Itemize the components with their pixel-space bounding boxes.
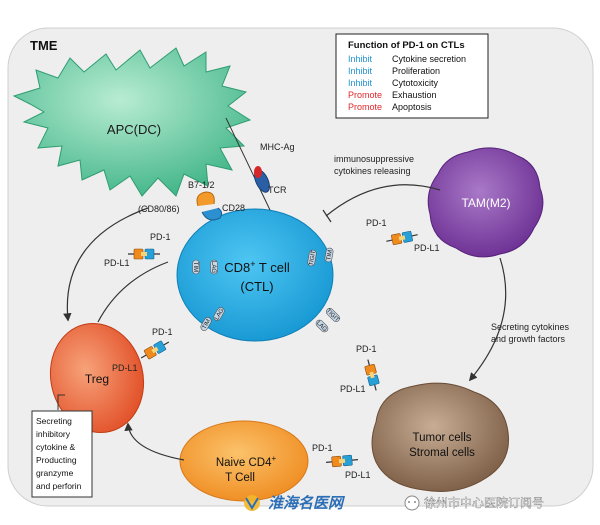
naive-cd4-cell [179, 420, 309, 502]
tim-receptor-2: TIM [326, 250, 334, 261]
ctl-label-line2: (CTL) [240, 279, 273, 294]
legend-title: Function of PD-1 on CTLs [348, 40, 465, 51]
secreting-note-line1: Secreting cytokines [491, 322, 570, 332]
pdl1-label: PD-L1 [414, 243, 440, 253]
pathway-arrows [63, 184, 507, 461]
tim-receptor-3: TIM [202, 319, 212, 331]
pdl1-label: PD-L1 [104, 258, 130, 268]
pdl1-label: PD-L1 [345, 470, 371, 480]
ctl-label-line1: CD8+ T cell [224, 259, 290, 275]
junction-tam-ctl [386, 230, 418, 246]
junction-treg-ctl [140, 340, 170, 360]
arrow-apc-to-treg [63, 207, 149, 322]
mhc-label: MHC-Ag [260, 142, 295, 152]
inhibit-tam-to-ctl [325, 184, 441, 217]
pd1-label: PD-1 [356, 344, 377, 354]
inhibit-bar [322, 209, 332, 223]
arrow-naive-to-treg [124, 422, 185, 461]
watermark-logo-text: 淮海名医网 [268, 495, 346, 512]
apc-label: APC(DC) [107, 122, 161, 137]
cd80-label: (CD80/86) [138, 204, 180, 214]
pd1-label: PD-1 [150, 232, 171, 242]
pd1-label: PD-1 [152, 327, 173, 337]
legend-box: Function of PD-1 on CTLs Inhibit Cytokine… [335, 33, 489, 119]
cd28-receptor [201, 207, 223, 221]
legend-effect: Exhaustion [392, 90, 437, 100]
mhc-stalk [225, 117, 271, 211]
legend-verb: Inhibit [348, 78, 373, 88]
ctl-inhibitory-receptors: TIM LAG TIGIT TIM TIM LAG LAG TIGIT [192, 247, 340, 333]
legend-effect: Cytotoxicity [392, 78, 439, 88]
tim-receptor-1: TIM [192, 262, 198, 272]
tigit-receptor-1: TIGIT [309, 250, 318, 266]
tme-label: TME [30, 38, 58, 53]
lag-receptor-2: LAG [214, 308, 225, 322]
treg-note-line: granzyme [36, 468, 74, 478]
ctl-cell [176, 208, 334, 342]
wechat-icon [404, 495, 420, 511]
b7-label: B7-1/2 [188, 180, 215, 190]
arrow-tam-to-tumor [468, 257, 507, 382]
watermark-account: 徐州市中心医院订阅号 [424, 495, 544, 510]
legend-verb: Promote [348, 90, 382, 100]
treg-note-line: cytokine & [36, 442, 76, 452]
legend-effect: Proliferation [392, 66, 440, 76]
legend-effect: Cytokine secretion [392, 54, 466, 64]
legend-verb: Inhibit [348, 66, 373, 76]
watermark: 淮海名医网 徐州市中心医院订阅号 [244, 495, 544, 512]
tam-label: TAM(M2) [461, 196, 510, 210]
naive-label-line2: T Cell [225, 472, 255, 484]
tumor-stromal-cell [371, 382, 510, 492]
pd1-label: PD-1 [366, 218, 387, 228]
legend-verb: Promote [348, 102, 382, 112]
pd1-label: PD-1 [312, 443, 333, 453]
treg-cell [49, 322, 145, 434]
immuno-note-line2: cytokines releasing [334, 166, 411, 176]
pd1-pdl1-junctions: PD-1PD-L1PD-1PD-L1PD-1PD-L1PD-1PD-L1PD-1… [104, 218, 440, 480]
treg-note-line: Secreting [36, 416, 72, 426]
pdl1-label: PD-L1 [112, 363, 138, 373]
tam-m2-cell [427, 147, 544, 258]
naive-label-line1: Naive CD4+ [216, 454, 277, 469]
treg-note-box [31, 410, 93, 498]
legend-effect: Apoptosis [392, 102, 432, 112]
junction-apc-ctl [128, 248, 160, 260]
tumor-label-line1: Tumor cells [413, 432, 472, 444]
immuno-note-line1: immunosuppressive [334, 154, 414, 164]
mhc-antigen [254, 166, 262, 178]
treg-box-connector [57, 394, 65, 410]
junction-tumor-ctl [364, 359, 380, 391]
tumor-label-line2: Stromal cells [409, 447, 475, 459]
secreting-note-line2: and growth factors [491, 334, 566, 344]
legend-verb: Inhibit [348, 54, 373, 64]
treg-note-line: and perforin [36, 481, 82, 491]
b7-ligand [196, 191, 215, 207]
treg-note-line: inhibitory [36, 429, 71, 439]
watermark-logo-icon [244, 495, 260, 511]
pdl1-label: PD-L1 [340, 384, 366, 394]
lag-receptor-1: LAG [210, 261, 216, 273]
junction-tumor-naive [326, 454, 358, 468]
treg-label: Treg [85, 372, 109, 386]
cd28-label: CD28 [222, 203, 245, 213]
treg-to-ctl-line [97, 261, 169, 323]
treg-note-line: Producting [36, 455, 77, 465]
tcr-label: TCR [268, 185, 287, 195]
